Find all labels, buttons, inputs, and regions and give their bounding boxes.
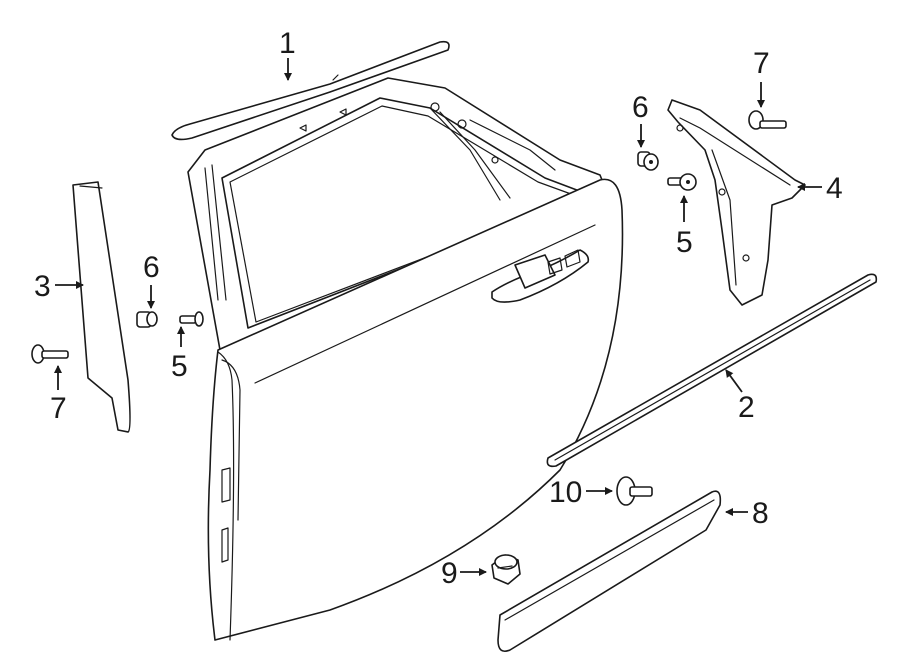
- svg-text:5: 5: [676, 226, 693, 259]
- callout-6-left: 6: [143, 251, 160, 309]
- svg-text:1: 1: [279, 27, 296, 60]
- part-3-pillar-applique: [72, 181, 131, 433]
- part-4-corner-bracket: [667, 99, 806, 306]
- callout-7-left: 7: [50, 365, 67, 425]
- svg-text:5: 5: [171, 350, 188, 383]
- svg-text:6: 6: [143, 251, 160, 284]
- svg-text:8: 8: [752, 497, 769, 530]
- callout-1: 1: [279, 27, 296, 81]
- part-7-bolt-right: [748, 110, 787, 130]
- callout-8: 8: [725, 497, 769, 530]
- callout-5-left: 5: [171, 326, 188, 383]
- callout-9: 9: [441, 557, 487, 590]
- svg-text:7: 7: [753, 47, 770, 80]
- callout-5-right: 5: [676, 195, 693, 259]
- svg-text:2: 2: [738, 391, 755, 424]
- svg-text:9: 9: [441, 557, 458, 590]
- part-10-stud: [616, 476, 653, 506]
- callout-2: 2: [725, 369, 755, 424]
- part-8-lower-molding: [497, 490, 722, 653]
- part-7-bolt-left: [31, 344, 69, 364]
- part-9-clip-nut: [491, 554, 521, 585]
- callout-7-right: 7: [753, 47, 770, 108]
- callout-3: 3: [34, 270, 84, 303]
- svg-text:4: 4: [826, 172, 843, 205]
- part-5-screw-left: [179, 311, 204, 327]
- callout-4: 4: [797, 172, 843, 205]
- callout-6-right: 6: [632, 91, 649, 148]
- part-1-roof-molding: [171, 40, 450, 141]
- svg-text:10: 10: [549, 476, 582, 509]
- svg-text:6: 6: [632, 91, 649, 124]
- part-5-screw-right: [667, 173, 697, 191]
- part-2-belt-molding: [546, 273, 878, 468]
- part-6-nut-left: [136, 311, 158, 328]
- rear-door-shell: [187, 77, 624, 641]
- svg-text:7: 7: [50, 392, 67, 425]
- callout-10: 10: [549, 476, 613, 509]
- svg-text:3: 3: [34, 270, 51, 303]
- part-6-nut-right: [637, 151, 659, 171]
